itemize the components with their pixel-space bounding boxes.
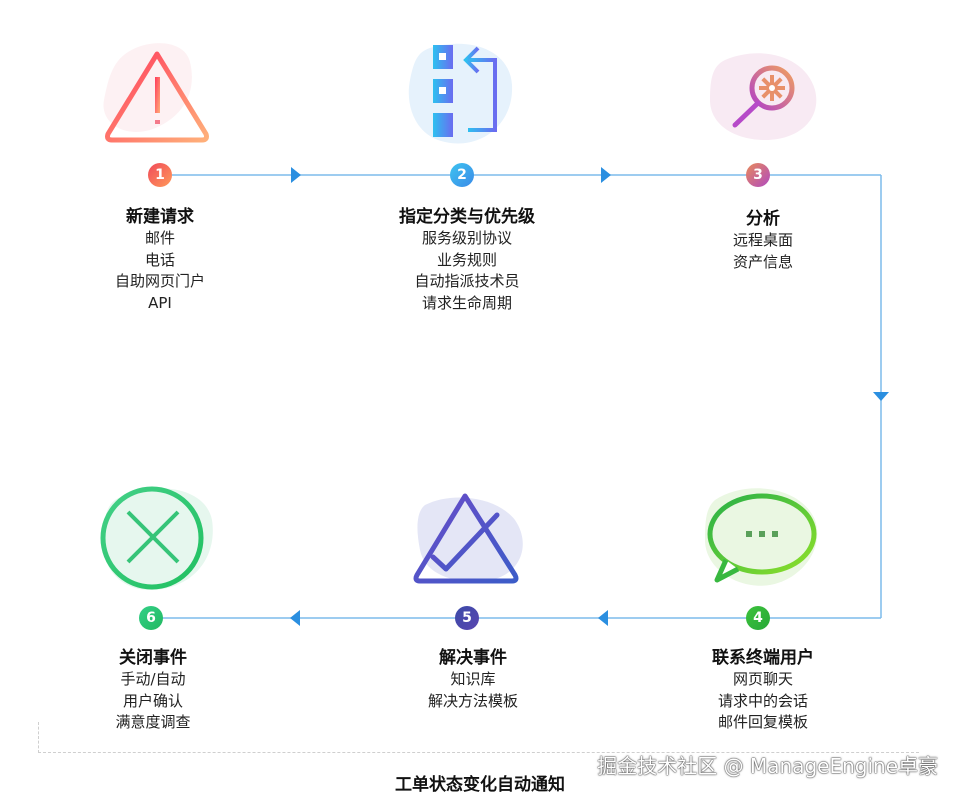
categorize-priority-icon: [408, 43, 513, 144]
step-4-title: 联系终端用户: [712, 648, 814, 668]
step-5-title: 解决事件: [439, 648, 507, 668]
step-1-item: 邮件: [144, 229, 175, 247]
step-5-item: 知识库: [450, 670, 496, 688]
step-2-item: 自动指派技术员: [414, 272, 520, 290]
step-2-text: 指定分类与优先级 服务级别协议 业务规则 自动指派技术员 请求生命周期: [367, 206, 567, 314]
step-3-item: 资产信息: [732, 252, 793, 271]
step-3-item: 远程桌面: [732, 231, 793, 249]
step-6-item: 满意度调查: [115, 713, 191, 731]
step-5-text: 解决事件 知识库 解决方法模板: [373, 647, 573, 712]
notification-frame: [38, 722, 919, 753]
step-2-item: 业务规则: [436, 250, 497, 269]
watermark: 掘金技术社区 @ ManageEngine卓豪: [597, 754, 938, 778]
step-3-title: 分析: [746, 209, 780, 229]
step-badge-4: 4: [746, 606, 770, 630]
step-2-title: 指定分类与优先级: [399, 207, 535, 227]
step-4-item: 网页聊天: [732, 670, 793, 688]
step-1-text: 新建请求 邮件 电话 自助网页门户 API: [60, 206, 260, 314]
circle-x-icon: [100, 486, 213, 590]
step-4-item: 请求中的会话: [717, 691, 808, 710]
step-4-item: 邮件回复模板: [717, 713, 808, 731]
triangle-check-icon: [413, 493, 523, 584]
step-6-title: 关闭事件: [119, 648, 187, 668]
step-6-item: 手动/自动: [120, 670, 186, 688]
step-badge-3: 3: [746, 163, 770, 187]
step-4-text: 联系终端用户 网页聊天 请求中的会话 邮件回复模板: [663, 647, 863, 734]
step-3-text: 分析 远程桌面 资产信息: [663, 208, 863, 273]
step-1-item: 自助网页门户: [114, 272, 205, 290]
warning-triangle-icon: [103, 43, 209, 143]
step-1-item: 电话: [144, 250, 175, 269]
step-2-item: 请求生命周期: [421, 293, 512, 312]
step-6-item: 用户确认: [122, 691, 183, 710]
step-6-text: 关闭事件 手动/自动 用户确认 满意度调查: [53, 647, 253, 734]
step-2-item: 服务级别协议: [421, 229, 512, 247]
step-badge-1: 1: [148, 163, 172, 187]
step-5-item: 解决方法模板: [427, 691, 518, 710]
magnifier-gear-icon: [710, 53, 817, 140]
step-1-item: API: [148, 293, 172, 312]
step-1-title: 新建请求: [126, 207, 194, 227]
chat-bubble-icon: [705, 488, 818, 586]
footer-title: 工单状态变化自动通知: [395, 775, 565, 795]
step-badge-6: 6: [139, 606, 163, 630]
step-badge-2: 2: [450, 163, 474, 187]
step-badge-5: 5: [455, 606, 479, 630]
